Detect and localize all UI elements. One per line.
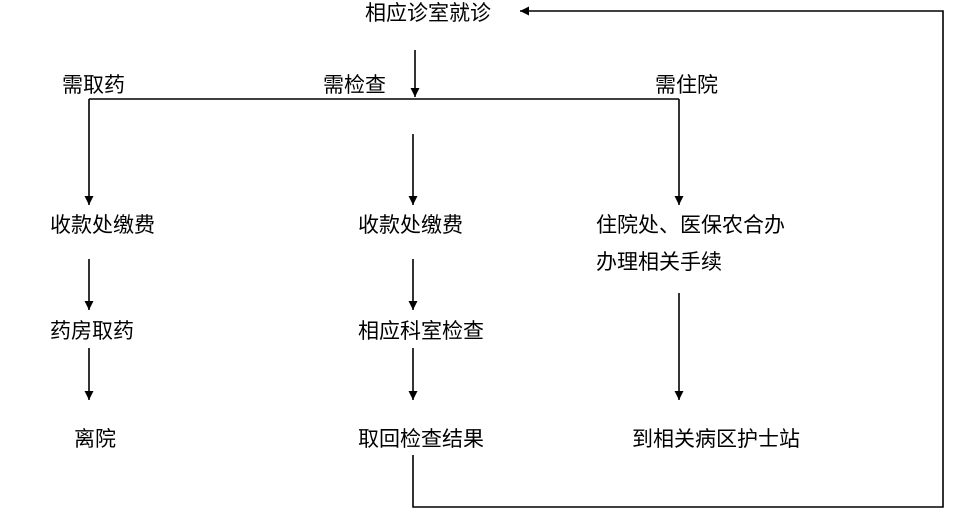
branch-label-medicine: 需取药 bbox=[62, 73, 125, 97]
left-pay-node: 收款处缴费 bbox=[50, 213, 155, 237]
left-pharmacy-node: 药房取药 bbox=[50, 319, 134, 343]
mid-pay-node: 收款处缴费 bbox=[358, 213, 463, 237]
left-leave-node: 离院 bbox=[74, 427, 116, 451]
start-node: 相应诊室就诊 bbox=[365, 1, 491, 25]
right-procedure-node-line2: 办理相关手续 bbox=[596, 250, 722, 274]
branch-label-exam: 需检查 bbox=[323, 73, 386, 97]
mid-result-node: 取回检查结果 bbox=[358, 427, 484, 451]
mid-exam-node: 相应科室检查 bbox=[358, 319, 484, 343]
right-ward-node: 到相关病区护士站 bbox=[632, 427, 800, 451]
feedback-loop-line bbox=[412, 6, 944, 508]
branch-label-hospital: 需住院 bbox=[655, 73, 718, 97]
right-procedure-node-line1: 住院处、医保农合办 bbox=[596, 213, 785, 237]
